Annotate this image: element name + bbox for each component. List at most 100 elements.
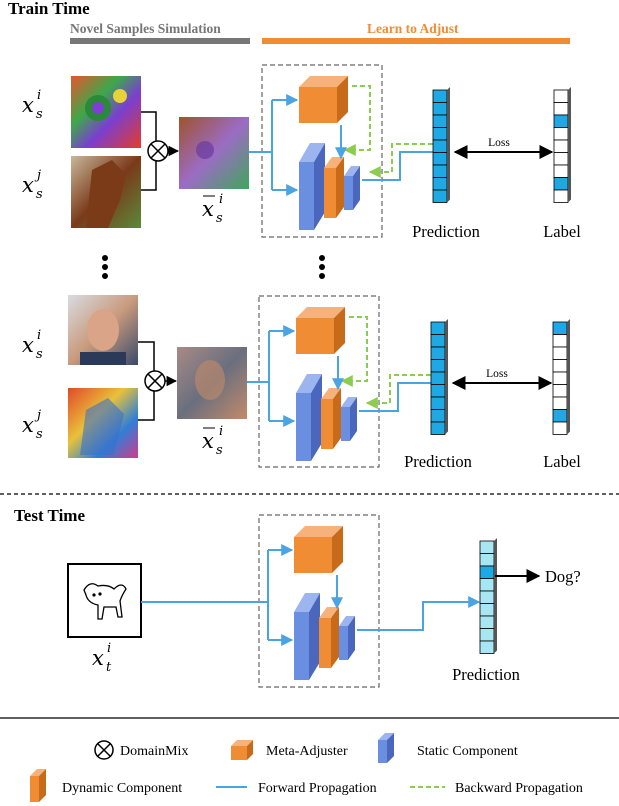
svg-text:x: x (202, 429, 214, 453)
vector-cell (552, 334, 568, 348)
vector-cell (430, 409, 446, 423)
vector-cell (479, 640, 495, 654)
vector-cell (553, 102, 569, 116)
label-vector-row1 (553, 87, 571, 203)
svg-text:Backward Propagation: Backward Propagation (455, 781, 583, 796)
svg-text:s: s (36, 427, 43, 442)
vector-cell (432, 114, 448, 128)
var-x-bar-s-i-row1: x s i (202, 192, 223, 226)
vector-cell (430, 334, 446, 348)
svg-text:x: x (202, 197, 214, 221)
vector-cell (432, 189, 448, 203)
vector-cell (432, 177, 448, 191)
svg-text:Static Component: Static Component (417, 744, 518, 759)
vector-cell (432, 152, 448, 166)
svg-text:j: j (34, 168, 41, 183)
test-time-title: Test Time (14, 506, 85, 525)
backward-out-row1 (368, 143, 433, 178)
svg-text:x: x (22, 93, 34, 117)
prediction-vector-row2 (430, 319, 448, 435)
vector-cell (432, 102, 448, 116)
vector-cell (552, 346, 568, 360)
svg-text:Forward Propagation: Forward Propagation (258, 781, 377, 796)
svg-text:i: i (37, 88, 41, 103)
image-horse (71, 156, 141, 228)
vector-side (447, 87, 450, 203)
vector-cell (552, 371, 568, 385)
svg-text:s: s (36, 107, 43, 122)
small-static-row1 (344, 166, 360, 210)
backward-adjuster-row2 (340, 316, 368, 387)
vector-cell (430, 359, 446, 373)
vector-cell (479, 615, 495, 629)
vector-cell (479, 565, 495, 579)
domainmix-operator-row2 (144, 370, 166, 392)
vector-cell (553, 127, 569, 141)
vector-cell (553, 89, 569, 103)
novel-samples-bar (70, 38, 250, 44)
svg-text:j: j (34, 408, 41, 423)
dog-query-label: Dog? (545, 567, 581, 586)
svg-text:x: x (92, 646, 104, 670)
vector-side (445, 319, 448, 435)
var-x-s-i-row2: x s i (22, 328, 43, 362)
small-static-test (339, 616, 355, 660)
vector-cell (552, 396, 568, 410)
static-component-test (294, 593, 320, 680)
static-component-legend-icon (378, 733, 394, 763)
vector-cell (552, 384, 568, 398)
loss-label-row1: Loss (488, 137, 510, 149)
prediction-label-test: Prediction (452, 665, 520, 684)
vector-cell (552, 421, 568, 435)
vector-side (567, 319, 570, 435)
vector-side (568, 87, 571, 203)
static-component-row1 (299, 143, 325, 230)
image-face (68, 295, 138, 365)
learn-to-adjust-header: Learn to Adjust (367, 21, 459, 36)
domainmix-operator-row1 (147, 140, 169, 162)
meta-adjuster-cube-row1 (299, 76, 348, 123)
prediction-label-row2: Prediction (404, 452, 472, 471)
vector-cell (432, 139, 448, 153)
forward-out-test (357, 596, 481, 631)
dynamic-component-legend-icon (30, 769, 46, 802)
sketch-dog-image (67, 563, 142, 638)
vector-cell (432, 127, 448, 141)
meta-adjuster-legend-icon (231, 740, 253, 760)
svg-text:i: i (37, 328, 41, 343)
novel-samples-header: Novel Samples Simulation (70, 21, 221, 36)
var-x-s-i-row1: x s i (22, 88, 43, 122)
image-psychedelic-dog (71, 76, 141, 148)
svg-text:DomainMix: DomainMix (120, 744, 188, 759)
legend-forward-propagation: Forward Propagation (216, 781, 377, 796)
svg-text:i: i (107, 641, 111, 656)
vector-cell (432, 89, 448, 103)
var-x-t-i: x t i (92, 641, 112, 675)
label-vector-row2 (552, 319, 570, 435)
legend-dynamic-component: Dynamic Component (30, 769, 182, 802)
vector-cell (479, 540, 495, 554)
vector-side (494, 538, 497, 654)
svg-text:x: x (22, 413, 34, 437)
vector-cell (553, 189, 569, 203)
vector-cell (479, 590, 495, 604)
vector-cell (479, 553, 495, 567)
dynamic-component-row1 (324, 157, 344, 218)
svg-text:s: s (216, 211, 223, 226)
dynamic-component-test (319, 607, 339, 668)
var-x-s-j-row2: x s j (22, 408, 43, 442)
vector-cell (479, 628, 495, 642)
svg-text:i: i (219, 192, 223, 207)
vector-cell (552, 321, 568, 335)
backward-adjuster-row1 (343, 85, 371, 156)
svg-text:t: t (106, 660, 112, 675)
meta-adjuster-cube-row2 (296, 307, 345, 354)
svg-text:x: x (22, 333, 34, 357)
train-time-title: Train Time (8, 0, 90, 18)
vector-cell (479, 578, 495, 592)
label-text-row2: Label (543, 452, 581, 471)
vector-cell (479, 603, 495, 617)
vector-cell (432, 164, 448, 178)
legend-static-component: Static Component (378, 733, 518, 763)
svg-text:s: s (36, 187, 43, 202)
